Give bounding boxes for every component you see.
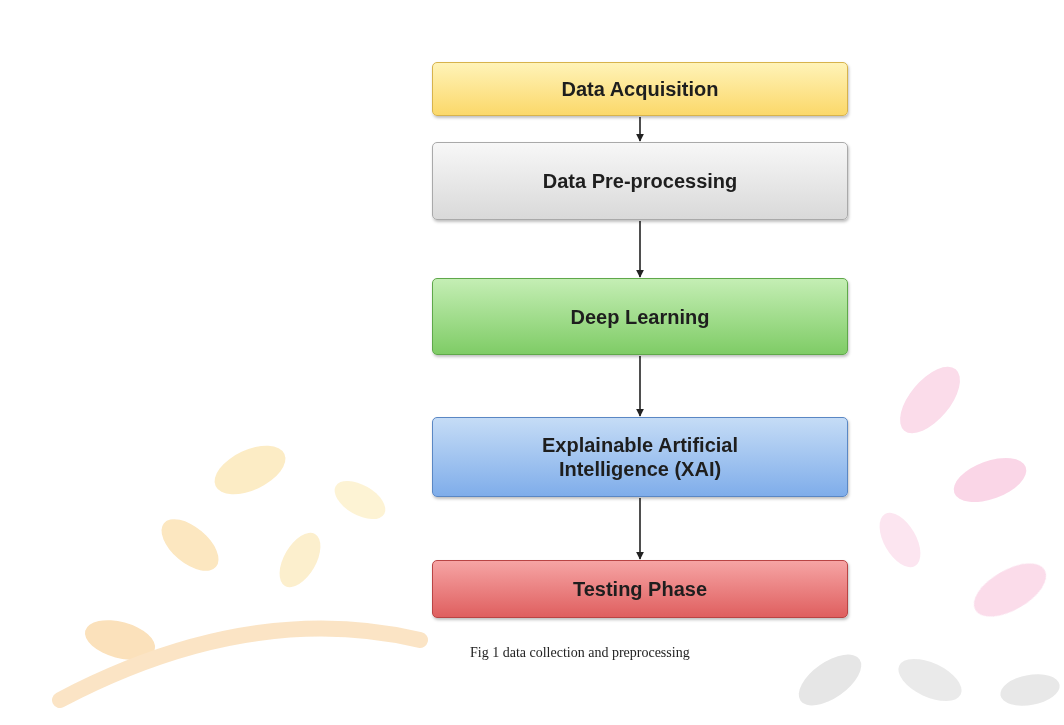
flow-arrow (639, 356, 641, 416)
leaf (965, 553, 1054, 628)
flow-arrow (639, 221, 641, 277)
flow-arrow (639, 117, 641, 141)
leaf (152, 509, 227, 580)
leaf (871, 506, 929, 574)
box-label: Testing Phase (573, 577, 707, 601)
leaf (207, 436, 293, 504)
process-box: Data Acquisition (432, 62, 848, 116)
leaf (790, 645, 870, 716)
process-box: Deep Learning (432, 278, 848, 355)
leaf (892, 650, 968, 710)
box-label: Deep Learning (571, 305, 710, 329)
figure-caption: Fig 1 data collection and preprocessing (470, 645, 690, 661)
process-box: Testing Phase (432, 560, 848, 618)
leaf (998, 670, 1062, 710)
leaf (889, 357, 971, 444)
leaf (328, 473, 391, 527)
box-label: Data Acquisition (561, 77, 718, 101)
branch (60, 629, 420, 700)
flow-arrow (639, 498, 641, 559)
box-label: Explainable Artificial Intelligence (XAI… (500, 433, 780, 481)
process-box: Data Pre-processing (432, 142, 848, 220)
box-label: Data Pre-processing (543, 169, 738, 193)
leaf (271, 526, 329, 594)
leaf (948, 449, 1032, 511)
process-box: Explainable Artificial Intelligence (XAI… (432, 417, 848, 497)
